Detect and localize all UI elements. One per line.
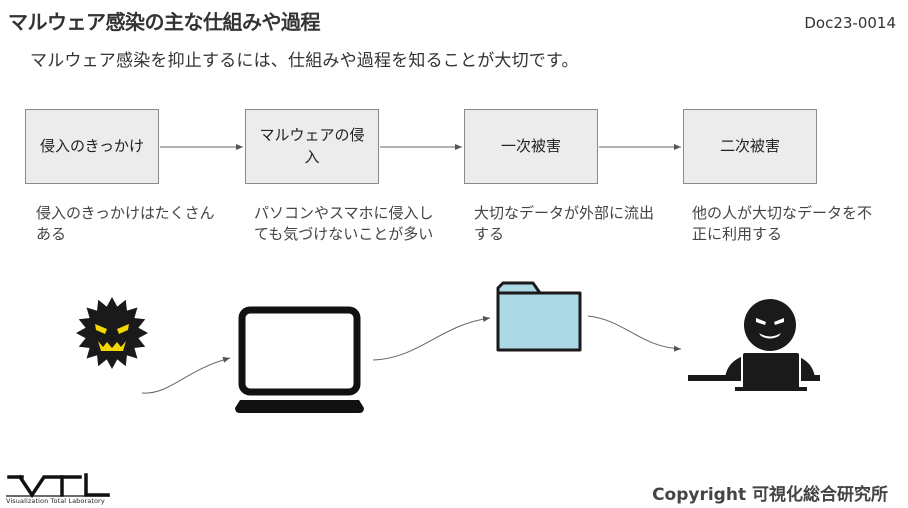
- folder-icon: [496, 281, 582, 352]
- vtl-logo-caption: Visualization Total Laboratory: [6, 497, 105, 505]
- step-box-malware-intrusion: マルウェアの侵入: [245, 109, 379, 184]
- step-desc-secondary-damage: 他の人が大切なデータを不正に利用する: [692, 204, 873, 244]
- document-id: Doc23-0014: [804, 14, 896, 32]
- vtl-logo: [6, 473, 110, 499]
- step-desc-malware-intrusion: パソコンやスマホに侵入しても気づけないことが多い: [254, 204, 434, 244]
- curve-arrow-virus-to-laptop: [141, 356, 231, 394]
- curve-arrow-folder-to-hacker: [587, 315, 682, 352]
- step-desc-primary-damage: 大切なデータが外部に流出する: [474, 204, 655, 244]
- laptop-icon: [235, 306, 364, 413]
- hacker-icon: [688, 299, 820, 391]
- page-title: マルウェア感染の主な仕組みや過程: [8, 10, 321, 34]
- step-box-primary-damage: 一次被害: [464, 109, 598, 184]
- malware-virus-icon: [76, 297, 148, 369]
- page-subtitle: マルウェア感染を抑止するには、仕組みや過程を知ることが大切です。: [30, 51, 579, 71]
- curve-arrow-laptop-to-folder: [372, 316, 491, 361]
- step-box-intrusion-trigger: 侵入のきっかけ: [25, 109, 159, 184]
- copyright-text: Copyright 可視化総合研究所: [652, 485, 888, 505]
- step-box-secondary-damage: 二次被害: [683, 109, 817, 184]
- step-desc-intrusion-trigger: 侵入のきっかけはたくさんある: [36, 204, 215, 244]
